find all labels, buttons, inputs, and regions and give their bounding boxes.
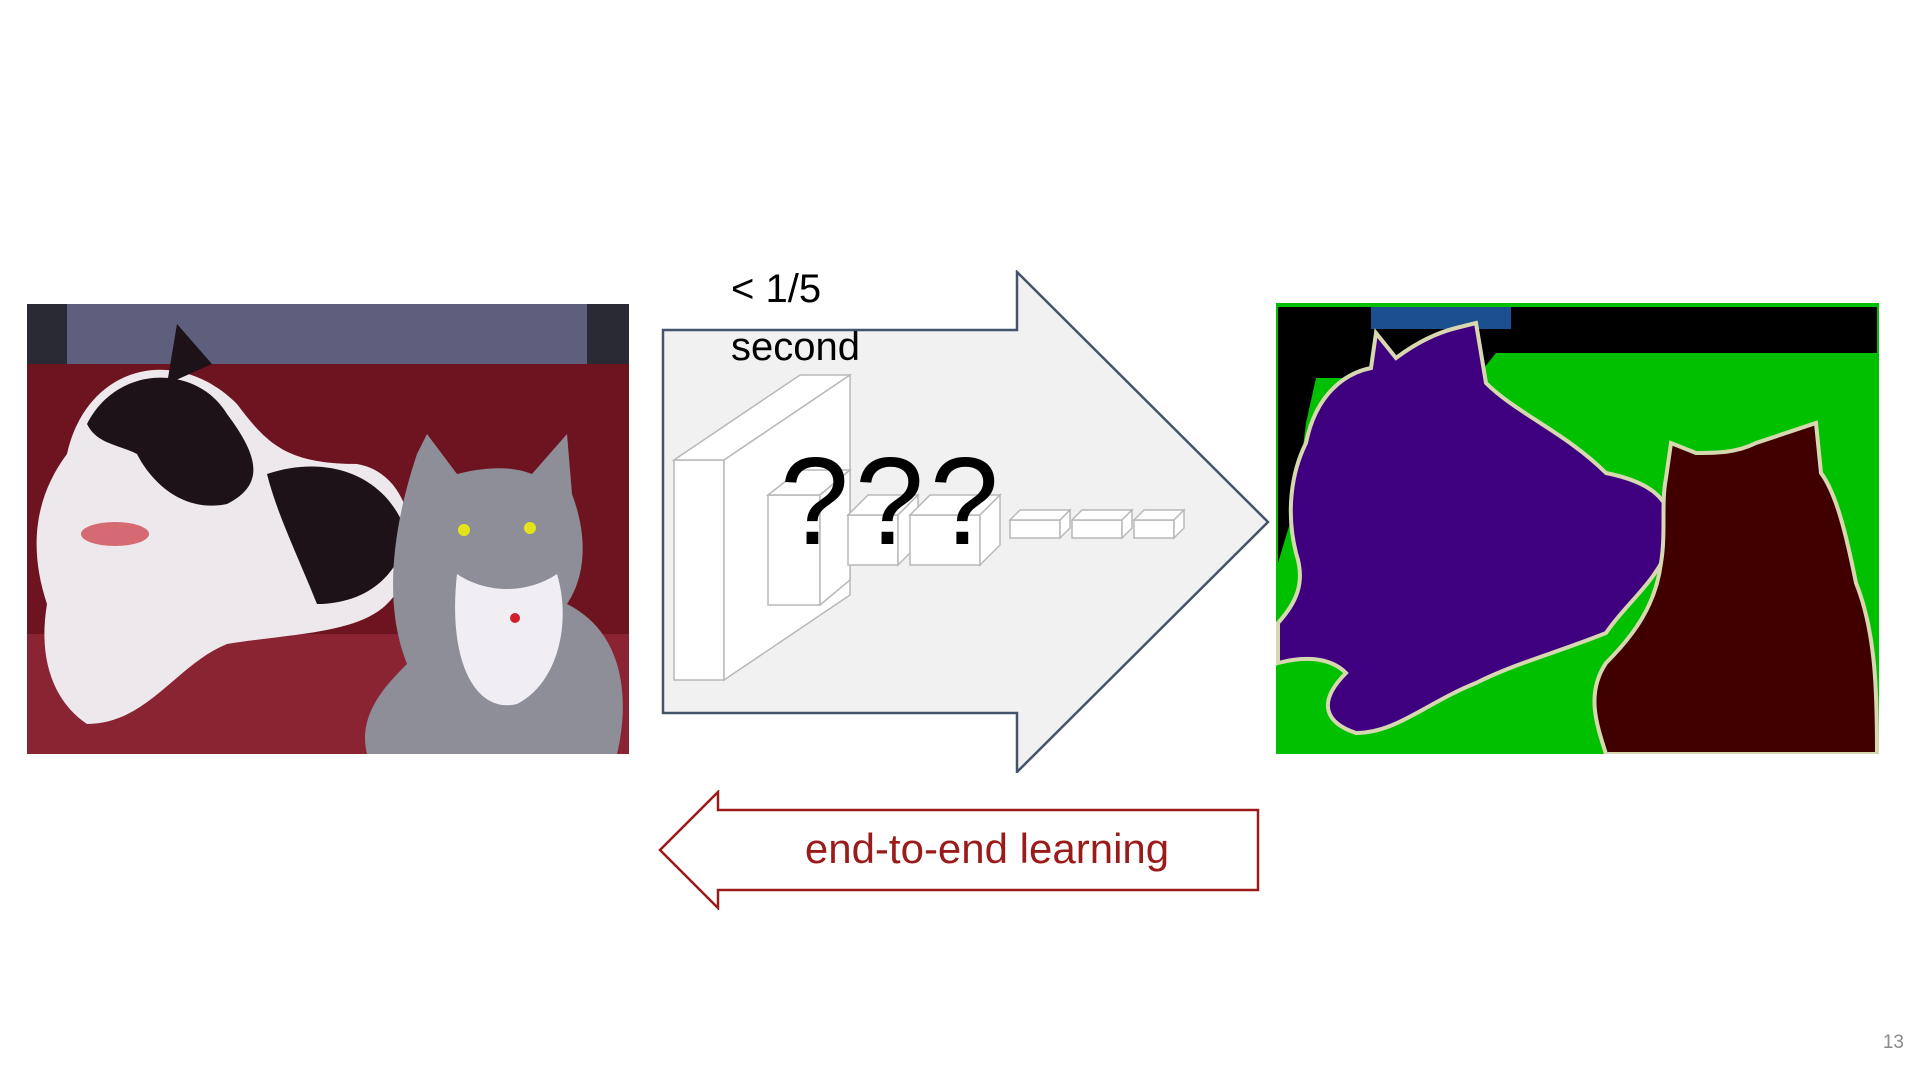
- cat-bell: [510, 613, 520, 623]
- cnn-layer-7: [1133, 519, 1175, 539]
- seg-cat-mask: [1592, 420, 1879, 754]
- segmentation-output: [1276, 303, 1879, 754]
- dog-tongue: [81, 522, 149, 546]
- cat-eye-left: [458, 524, 470, 536]
- cnn-layer-2-side: [819, 468, 851, 607]
- cnn-layer-stack: [671, 373, 1186, 682]
- cnn-layer-5-side: [1059, 508, 1071, 540]
- cnn-layer-6: [1071, 519, 1123, 539]
- cnn-layer-5: [1009, 519, 1061, 539]
- page-number: 13: [1882, 1032, 1904, 1053]
- dog-figure: [36, 369, 411, 724]
- inference-time-label: < 1/5 second: [731, 267, 860, 369]
- network-arrow: [661, 270, 1270, 773]
- seg-dog-mask: [1276, 320, 1674, 736]
- seg-top-border: [1276, 303, 1879, 307]
- end-to-end-arrow-shape: [658, 790, 1260, 910]
- cat-white-chest: [455, 574, 563, 706]
- unknown-network-label: ???: [780, 433, 1005, 571]
- end-to-end-arrow: [658, 790, 1260, 910]
- cnn-layer-4-side: [979, 493, 1001, 567]
- cnn-layer-7-side: [1173, 508, 1185, 540]
- dog-dark-patch: [87, 377, 407, 604]
- seg-blue-patch: [1371, 307, 1511, 329]
- cnn-layer-1: [673, 459, 725, 681]
- photo-window-blinds: [67, 304, 587, 364]
- cnn-layer-6-side: [1121, 508, 1133, 540]
- input-photo: [27, 304, 629, 754]
- end-to-end-label: end-to-end learning: [804, 825, 1170, 872]
- dog-ear: [167, 324, 212, 384]
- cat-eye-right: [524, 522, 536, 534]
